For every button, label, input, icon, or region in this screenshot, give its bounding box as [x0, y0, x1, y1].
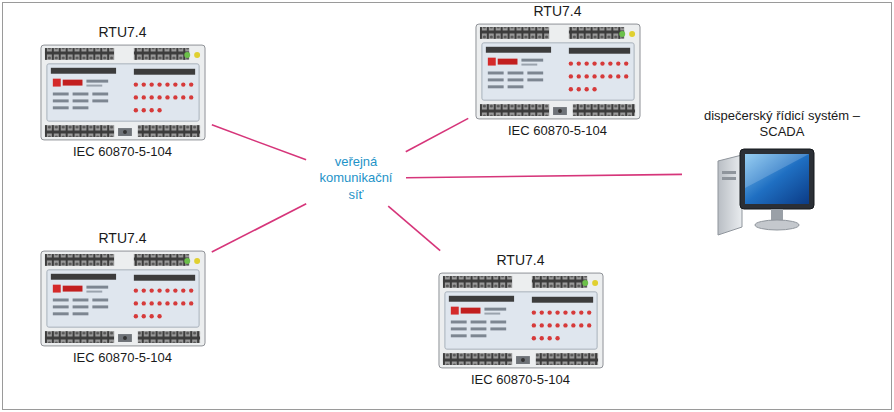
rtu-device: RTU7.4IEC 60870-5-104 [433, 252, 608, 387]
rtu-illustration [437, 271, 605, 370]
network-link [212, 204, 306, 252]
rtu-device: RTU7.4IEC 60870-5-104 [35, 230, 210, 365]
rtu-illustration [39, 43, 207, 142]
protocol-label: IEC 60870-5-104 [433, 372, 608, 388]
scada-label: dispečerský řídicí systém – SCADA [684, 108, 880, 139]
device-name: RTU7.4 [433, 252, 608, 269]
network-link [388, 206, 440, 251]
device-name: RTU7.4 [35, 230, 210, 247]
outer-frame [3, 3, 892, 410]
network-link [212, 125, 306, 160]
device-name: RTU7.4 [35, 24, 210, 41]
rtu-illustration [39, 249, 207, 348]
network-label: veřejná komunikační síť [308, 152, 404, 205]
network-link [406, 174, 682, 177]
computer-icon [712, 143, 822, 238]
network-link [406, 118, 468, 151]
rtu-illustration [474, 22, 642, 121]
protocol-label: IEC 60870-5-104 [470, 123, 645, 139]
scada-station: dispečerský řídicí systém – SCADA [684, 108, 880, 238]
rtu-device: RTU7.4IEC 60870-5-104 [470, 3, 645, 138]
network-cloud: veřejná komunikační síť [308, 152, 404, 205]
rtu-device: RTU7.4IEC 60870-5-104 [35, 24, 210, 159]
protocol-label: IEC 60870-5-104 [35, 350, 210, 366]
device-name: RTU7.4 [470, 3, 645, 20]
protocol-label: IEC 60870-5-104 [35, 144, 210, 160]
